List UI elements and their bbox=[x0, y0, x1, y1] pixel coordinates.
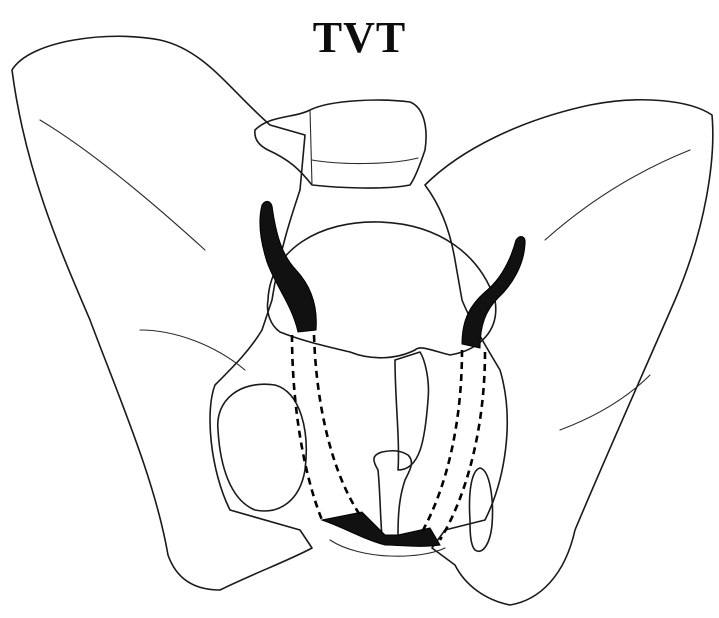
vertebra-line bbox=[310, 110, 312, 185]
right-ilium-line bbox=[545, 150, 690, 240]
figure-title: TVT bbox=[0, 12, 719, 64]
left-hip-bone bbox=[12, 36, 312, 590]
left-obturator-foramen bbox=[218, 384, 306, 511]
right-pelvic-brim bbox=[560, 375, 650, 430]
needle-path-right-outer bbox=[440, 352, 485, 540]
urethra bbox=[374, 451, 412, 538]
trocar-right bbox=[462, 237, 525, 348]
vertebra-disc bbox=[312, 158, 418, 164]
needle-path-left-inner bbox=[314, 335, 360, 515]
left-pelvic-brim bbox=[140, 330, 245, 370]
left-ilium-line bbox=[40, 120, 205, 250]
right-hip-bone bbox=[425, 100, 713, 605]
sacrum bbox=[255, 100, 426, 188]
